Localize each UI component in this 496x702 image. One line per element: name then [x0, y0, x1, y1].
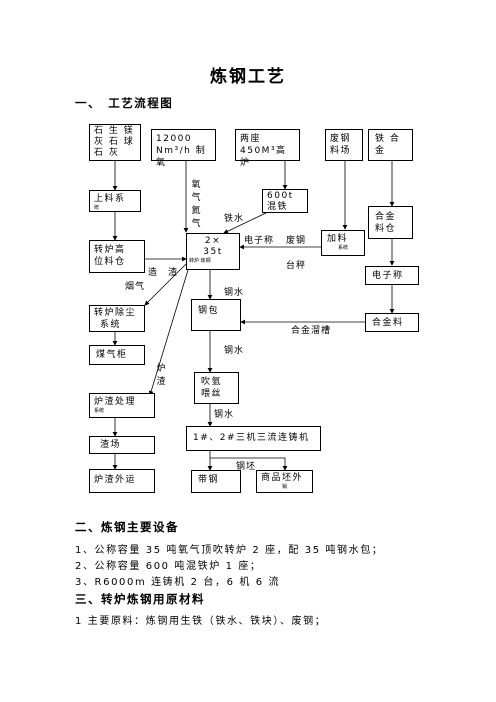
ferro-alloy-box: 铁 合 金 [368, 129, 413, 161]
argon-line-2: 喂丝 [201, 389, 223, 399]
blast-furnace-line-1: 两座 [240, 134, 262, 144]
slag-making-label: 造 渣 [148, 268, 179, 278]
oxygen-plant-box: 12000 Nm³/h 制氧 [151, 129, 216, 168]
ferro-alloy-line-1: 铁 合 [375, 134, 401, 144]
feeding-system-label: 上料系 [94, 194, 126, 204]
slag-transport-label: 炉渣外运 [94, 475, 137, 485]
mixer-line-1: 600t [267, 191, 294, 201]
converter-bin-box: 转炉高 位料仓 [89, 240, 145, 273]
converter-bin-line-1: 转炉高 [94, 245, 126, 255]
billet-sales-box: 商品坯外 销 [256, 470, 313, 493]
slag-treatment-label: 炉渣处理 [94, 397, 137, 407]
steel-label-2: 钢水 [224, 346, 245, 356]
mixer-box: 600t 混铁 [262, 189, 308, 213]
alloy-bin-box: 合金 料仓 [368, 206, 413, 239]
blast-furnace-line-2: 450M³高炉 [240, 146, 287, 168]
converter-small: 转炉 炼钢 [189, 258, 211, 264]
dust-removal-box: 转炉除尘 系统 [89, 305, 145, 332]
materials-item-1: 1 主要原料：炼钢用生铁（铁水、铁块）、废钢； [75, 616, 327, 627]
hot-metal-label: 铁水 [224, 214, 245, 224]
slag-treatment-small: 系统 [94, 408, 105, 414]
charging-system-small: 系统 [337, 245, 348, 251]
equipment-item-1: 1、公称容量 35 吨氧气顶吹转炉 2 座，配 35 吨钢水包； [75, 545, 384, 556]
section-heading-materials: 三、转炉炼钢用原材料 [75, 592, 205, 606]
converter-box: 2× 35t 转炉 炼钢 [186, 233, 240, 270]
converter-bin-line-2: 位料仓 [94, 257, 126, 267]
platform-scale-label: 台秤 [286, 261, 307, 271]
continuous-caster-label: 1#、2#三机三流连铸机 [193, 433, 310, 443]
alloy-material-box: 合金料 [365, 313, 419, 332]
ladle-label: 钢包 [198, 306, 220, 316]
steel-label-1: 钢水 [224, 288, 245, 298]
steel-label-3: 钢水 [214, 410, 235, 420]
oxygen-nitrogen-label: 氧气氮气 [191, 180, 201, 229]
scrap-yard-line-1: 废钢 [330, 134, 352, 144]
alloy-bin-line-2: 料仓 [375, 224, 397, 234]
strip-steel-box: 带钢 [191, 470, 241, 493]
oxygen-plant-line-1: 12000 [156, 134, 193, 144]
billet-label: 钢坯 [236, 462, 257, 472]
charging-system-label: 加料 [327, 234, 349, 244]
continuous-caster-box: 1#、2#三机三流连铸机 [186, 426, 321, 451]
alloy-bin-line-1: 合金 [375, 212, 397, 222]
feeding-system-small: 统 [94, 205, 100, 211]
mixer-line-2: 混铁 [267, 202, 289, 212]
furnace-slag-label: 炉渣 [156, 364, 166, 387]
slag-transport-box: 炉渣外运 [89, 469, 155, 493]
oxygen-plant-line-2: Nm³/h 制氧 [156, 146, 207, 168]
flue-gas-label: 烟气 [125, 282, 146, 292]
scrap-label: 废钢 [286, 236, 307, 246]
e-scale-box: 电子称 [365, 266, 419, 285]
equipment-item-2: 2、公称容量 600 吨混铁炉 1 座； [75, 561, 262, 572]
equipment-item-3: 3、R6000m 连铸机 2 台，6 机 6 流 [75, 577, 281, 588]
argon-blowing-box: 吹氩 喂丝 [194, 372, 239, 404]
gas-holder-label: 煤气柜 [96, 350, 128, 360]
billet-sales-small: 销 [281, 484, 287, 490]
scrap-yard-line-2: 料场 [330, 146, 352, 156]
slag-yard-label: 渣场 [100, 440, 122, 450]
section-heading-flowchart: 一、 工艺流程图 [75, 96, 174, 110]
page-title: 炼钢工艺 [210, 67, 286, 87]
feeding-system-box: 上料系 统 [89, 190, 141, 212]
slag-treatment-box: 炉渣处理 系统 [89, 393, 155, 418]
alloy-material-label: 合金料 [372, 318, 404, 328]
blast-furnace-box: 两座 450M³高炉 [235, 129, 300, 168]
gas-holder-box: 煤气柜 [89, 345, 145, 365]
strip-steel-label: 带钢 [198, 475, 220, 485]
converter-line-1: 2× [204, 236, 222, 246]
charging-system-box: 加料 系统 [321, 230, 365, 256]
scrap-yard-box: 废钢 料场 [325, 129, 363, 161]
stone-line-3: 石 灰 [94, 148, 120, 158]
e-scale-label: 电子称 [244, 236, 275, 246]
ferro-alloy-line-2: 金 [375, 146, 386, 156]
e-scale-box-label: 电子称 [372, 271, 404, 281]
billet-sales-label: 商品坯外 [261, 473, 304, 483]
ladle-box: 钢包 [191, 299, 241, 331]
converter-line-2: 35t [203, 247, 223, 257]
stone-line-2: 灰 石 球 [94, 137, 135, 147]
alloy-chute-label: 合金溜槽 [291, 326, 332, 336]
section-heading-equipment: 二、炼钢主要设备 [75, 520, 179, 534]
stone-line-1: 石 生 镁 [94, 126, 135, 136]
stone-lime-box: 石 生 镁 灰 石 球 石 灰 [89, 124, 141, 161]
argon-line-1: 吹氩 [201, 377, 223, 387]
slag-yard-box: 渣场 [89, 436, 155, 454]
dust-removal-line-1: 转炉除尘 [94, 308, 137, 318]
dust-removal-line-2: 系统 [100, 320, 122, 330]
